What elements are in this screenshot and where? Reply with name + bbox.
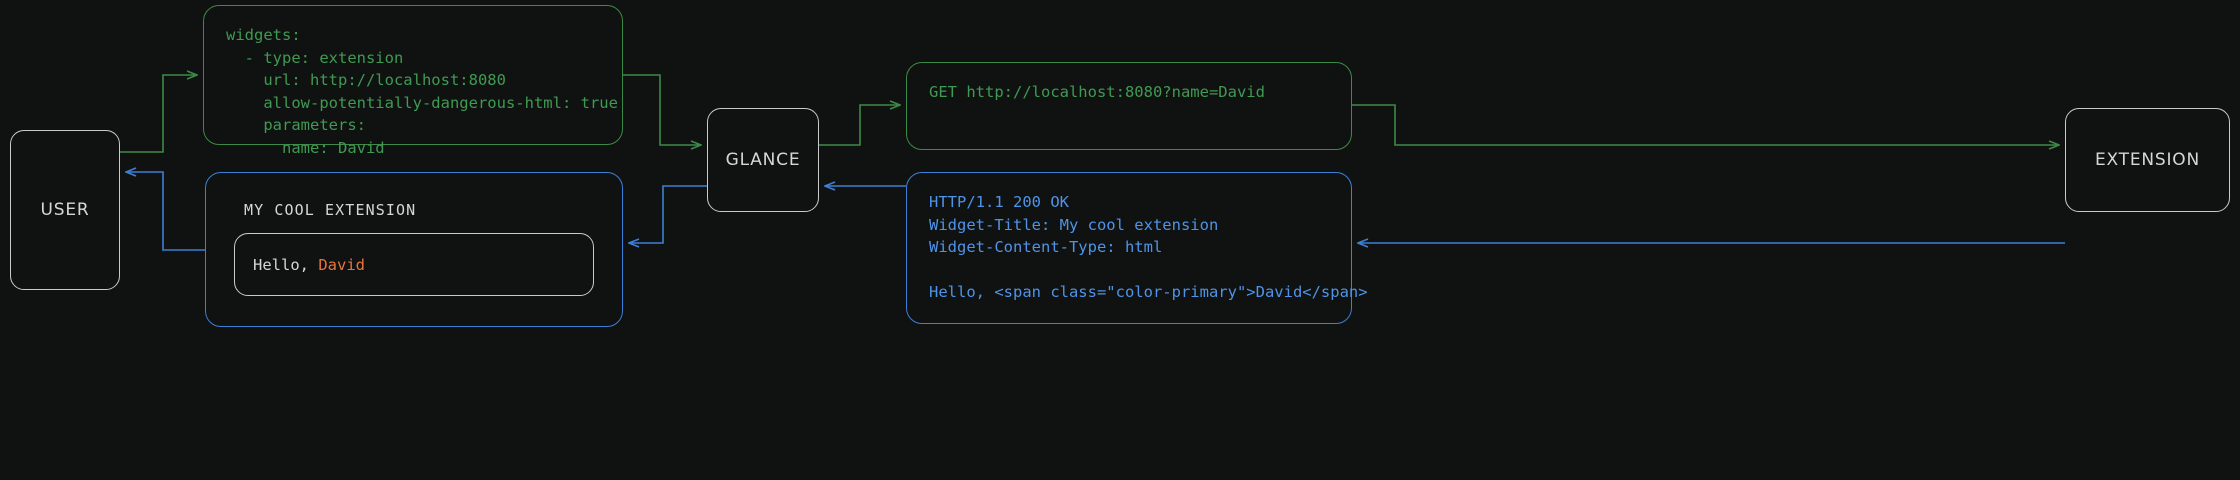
node-extension[interactable]: EXTENSION [2065, 108, 2230, 212]
greeting-name: David [318, 255, 365, 274]
http-request-text: GET http://localhost:8080?name=David [929, 83, 1265, 101]
rendered-widget-title: MY COOL EXTENSION [244, 201, 417, 219]
node-user-label: USER [40, 200, 90, 220]
yaml-config-text: widgets: - type: extension url: http://l… [226, 26, 618, 157]
rendered-widget-greeting: Hello, David [253, 256, 365, 274]
panel-http-response: HTTP/1.1 200 OK Widget-Title: My cool ex… [906, 172, 1368, 324]
node-glance-label: GLANCE [725, 150, 801, 170]
node-extension-label: EXTENSION [2094, 150, 2201, 170]
greeting-prefix: Hello, [253, 255, 319, 274]
node-user[interactable]: USER [10, 130, 120, 290]
rendered-widget-body: Hello, David [234, 233, 594, 296]
wire-glance-to-request [819, 105, 899, 146]
wire-config-to-glance [623, 74, 700, 145]
wire-widget-to-user [127, 172, 205, 251]
wire-glance-to-widget [630, 185, 707, 243]
wire-request-to-extension [1352, 104, 2058, 145]
panel-yaml-config: widgets: - type: extension url: http://l… [203, 5, 623, 157]
node-glance[interactable]: GLANCE [707, 108, 819, 212]
panel-http-request: GET http://localhost:8080?name=David [906, 62, 1352, 150]
wire-user-to-config [120, 75, 196, 153]
panel-rendered-widget: MY COOL EXTENSION Hello, David [205, 172, 623, 327]
http-response-text: HTTP/1.1 200 OK Widget-Title: My cool ex… [929, 193, 1368, 301]
